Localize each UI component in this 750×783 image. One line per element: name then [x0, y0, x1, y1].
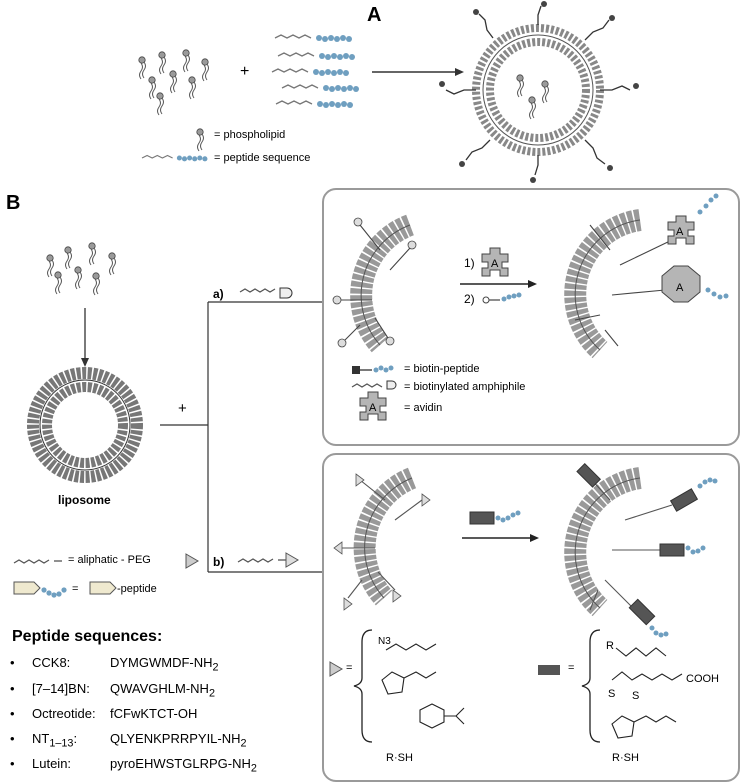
branch-a-label: a): [213, 287, 224, 301]
chem-r-label: R: [606, 640, 614, 652]
chem-cooh-label: COOH: [686, 673, 719, 685]
bullet: •: [10, 655, 15, 670]
chem-s-label-1: S: [608, 688, 616, 700]
legend-peptide: -peptide: [117, 583, 157, 595]
peptide-name: CCK8:: [32, 655, 71, 670]
peptide-name: Octreotide:: [32, 706, 96, 721]
chem-thiol-left: R·SH: [386, 752, 413, 764]
peptide-row: • Lutein: pyroEHWSTGLRPG-NH2: [10, 756, 257, 775]
peptide-sequence: QWAVGHLM-NH2: [110, 681, 215, 700]
legend-avidin: = avidin: [404, 402, 443, 414]
peptide-sequence: pyroEHWSTGLRPG-NH2: [110, 756, 257, 775]
panel-b-letter: B: [6, 192, 21, 214]
peptide-sequences-title: Peptide sequences:: [12, 628, 163, 645]
legend-biotin-peptide: = biotin-peptide: [404, 363, 480, 375]
chem-s-label-2: S: [632, 690, 640, 702]
legend-aliphatic-peg: = aliphatic - PEG: [68, 554, 151, 566]
panel-a-letter: A: [367, 4, 382, 26]
peptide-row: • [7–14]BN: QWAVGHLM-NH2: [10, 681, 215, 700]
peptide-name: [7–14]BN:: [32, 681, 90, 696]
peptide-sequence: QLYENKPRRPYIL-NH2: [110, 731, 247, 750]
chem-eq-right: =: [568, 662, 575, 674]
liposome-label: liposome: [58, 493, 111, 507]
bullet: •: [10, 731, 15, 746]
avidin-bound-letter-1: A: [676, 226, 684, 238]
box-avidin-biotin: [322, 188, 740, 446]
avidin-legend-letter: A: [369, 402, 377, 414]
avidin-glyph-letter: A: [491, 258, 499, 270]
step-1-label: 1): [464, 256, 475, 270]
legend-peptide-sequence: = peptide sequence: [214, 152, 311, 164]
peptide-row: • CCK8: DYMGWMDF-NH2: [10, 655, 219, 674]
avidin-bound-letter-2: A: [676, 282, 684, 294]
panel-a-plus: +: [240, 63, 249, 80]
panel-b-plus: +: [178, 400, 187, 417]
legend-peptide-eq: =: [72, 583, 79, 595]
peptide-row: • NT1–13: QLYENKPRRPYIL-NH2: [10, 731, 247, 750]
legend-phospholipid: = phospholipid: [214, 129, 286, 141]
peptide-name: NT1–13:: [32, 731, 78, 750]
peptide-sequence: DYMGWMDF-NH2: [110, 655, 219, 674]
branch-b-label: b): [213, 555, 225, 569]
chem-azide-label: N3: [378, 636, 391, 647]
bullet: •: [10, 706, 15, 721]
chem-eq-left: =: [346, 662, 353, 674]
chem-thiol-right: R·SH: [612, 752, 639, 764]
step-2-label: 2): [464, 292, 475, 306]
peptide-row: • Octreotide: fCFwKTCT-OH: [10, 706, 197, 721]
peptide-sequence: fCFwKTCT-OH: [110, 706, 198, 721]
bullet: •: [10, 756, 15, 771]
legend-biotinylated-amphiphile: = biotinylated amphiphile: [404, 381, 526, 393]
peptide-name: Lutein:: [32, 756, 72, 771]
box-covalent-coupling: [322, 453, 740, 782]
bullet: •: [10, 681, 15, 696]
panel-a-illustration: +: [138, 1, 639, 183]
